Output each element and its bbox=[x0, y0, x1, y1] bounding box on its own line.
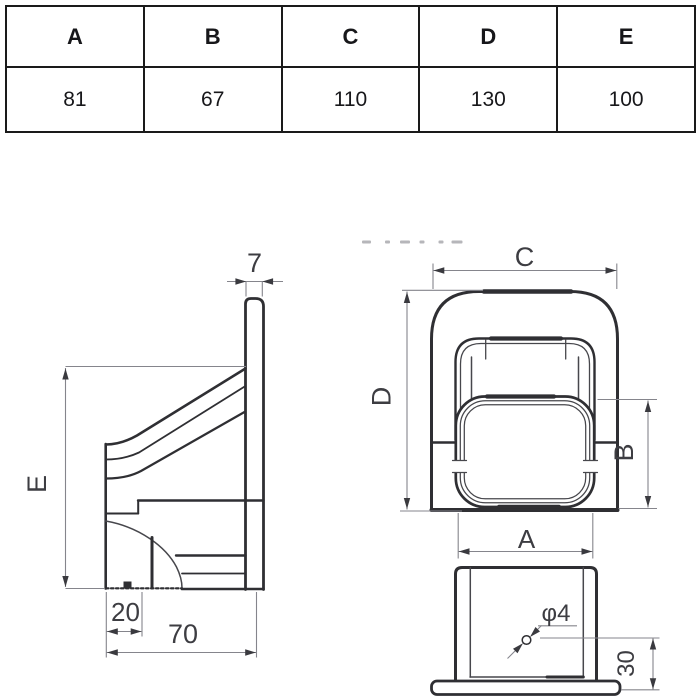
arrowhead bbox=[649, 678, 657, 690]
watermark-dash bbox=[385, 240, 390, 244]
wall-plate-outline bbox=[244, 297, 265, 591]
watermark-dash bbox=[419, 240, 425, 244]
dim-label-c: C bbox=[515, 242, 535, 272]
arrowhead bbox=[403, 292, 411, 303]
table-value-c: 110 bbox=[280, 66, 421, 133]
opening-ring-outer bbox=[454, 395, 596, 509]
arrowhead bbox=[235, 278, 247, 285]
cover-top-edge bbox=[104, 367, 247, 446]
table-value-a: 81 bbox=[5, 66, 145, 133]
table-value-row: 81 67 110 130 100 bbox=[5, 66, 696, 133]
base-flange bbox=[430, 679, 622, 696]
screw-hole bbox=[521, 634, 532, 646]
arrowhead bbox=[245, 649, 256, 656]
dim-label-a: A bbox=[518, 524, 536, 554]
dim-plate-thickness: 7 bbox=[227, 248, 283, 297]
table-header-d: D bbox=[418, 5, 559, 68]
arrowhead bbox=[649, 638, 657, 650]
dim-label-e: E bbox=[22, 475, 52, 493]
arrowhead bbox=[433, 267, 445, 274]
dim-opening-height-b: B bbox=[597, 398, 657, 510]
dim-label-30: 30 bbox=[613, 650, 640, 677]
dim-label-b: B bbox=[609, 443, 639, 461]
opening-split-right bbox=[582, 459, 599, 474]
dim-label-20: 20 bbox=[111, 597, 140, 627]
dim-label-phi4: φ4 bbox=[542, 600, 571, 627]
arrowhead bbox=[107, 649, 118, 656]
dim-label-70: 70 bbox=[168, 619, 198, 649]
table-value-e: 100 bbox=[556, 66, 696, 133]
table-header-c: C bbox=[280, 5, 421, 68]
dim-height-d: D bbox=[367, 289, 483, 512]
watermark-dash bbox=[451, 240, 463, 244]
bottom-tab bbox=[123, 581, 132, 589]
dim-opening-width-a: A bbox=[457, 513, 594, 559]
inner-hood-inner-line bbox=[459, 342, 591, 441]
arrowhead bbox=[644, 496, 652, 507]
arrowhead bbox=[605, 267, 617, 274]
base-view: φ4 30 bbox=[430, 566, 660, 696]
lower-shell-curve bbox=[104, 520, 183, 589]
dim-label-7: 7 bbox=[247, 248, 262, 278]
arrowhead bbox=[262, 278, 274, 285]
table-value-b: 67 bbox=[142, 66, 283, 133]
opening-ring-inner bbox=[463, 404, 587, 500]
table-header-e: E bbox=[556, 5, 696, 68]
dim-depth-70: 70 bbox=[106, 592, 258, 658]
front-view: C D B bbox=[367, 242, 657, 559]
dim-hole-offset-30: 30 bbox=[540, 637, 660, 691]
cover-lower-edge bbox=[104, 410, 246, 480]
dim-inset-20: 20 bbox=[105, 592, 143, 658]
arrowhead bbox=[530, 627, 540, 637]
opening-split-left bbox=[451, 459, 468, 474]
dim-height-e: E bbox=[22, 365, 246, 590]
arrowhead bbox=[403, 498, 411, 509]
table-header-a: A bbox=[5, 5, 145, 68]
table-header-b: B bbox=[142, 5, 283, 68]
watermark-dashes bbox=[362, 240, 463, 244]
callout-hole-diameter: φ4 bbox=[507, 600, 577, 659]
watermark-dash bbox=[400, 240, 410, 244]
arrowhead bbox=[62, 576, 69, 587]
table-header-row: A B C D E bbox=[5, 5, 696, 68]
opening-ring-middle bbox=[459, 400, 591, 504]
split-gap bbox=[584, 461, 598, 472]
split-gap bbox=[452, 461, 466, 472]
cover-top-inner-edge bbox=[105, 385, 247, 461]
arrowhead bbox=[130, 628, 142, 635]
arrowhead bbox=[513, 643, 523, 654]
side-view: 7 E 20 bbox=[22, 248, 283, 658]
arrowhead bbox=[458, 548, 470, 555]
arrowhead bbox=[644, 401, 652, 412]
dim-label-d: D bbox=[367, 387, 397, 407]
arrowhead bbox=[107, 628, 118, 635]
dim-width-c: C bbox=[432, 242, 618, 289]
arrowhead bbox=[581, 548, 593, 555]
dimension-table: A B C D E 81 67 110 130 100 bbox=[5, 5, 696, 133]
watermark-dash bbox=[362, 240, 371, 244]
watermark-dash bbox=[438, 240, 444, 244]
base-body-outline bbox=[454, 566, 598, 684]
arrowhead bbox=[62, 368, 69, 380]
table-value-d: 130 bbox=[418, 66, 559, 133]
